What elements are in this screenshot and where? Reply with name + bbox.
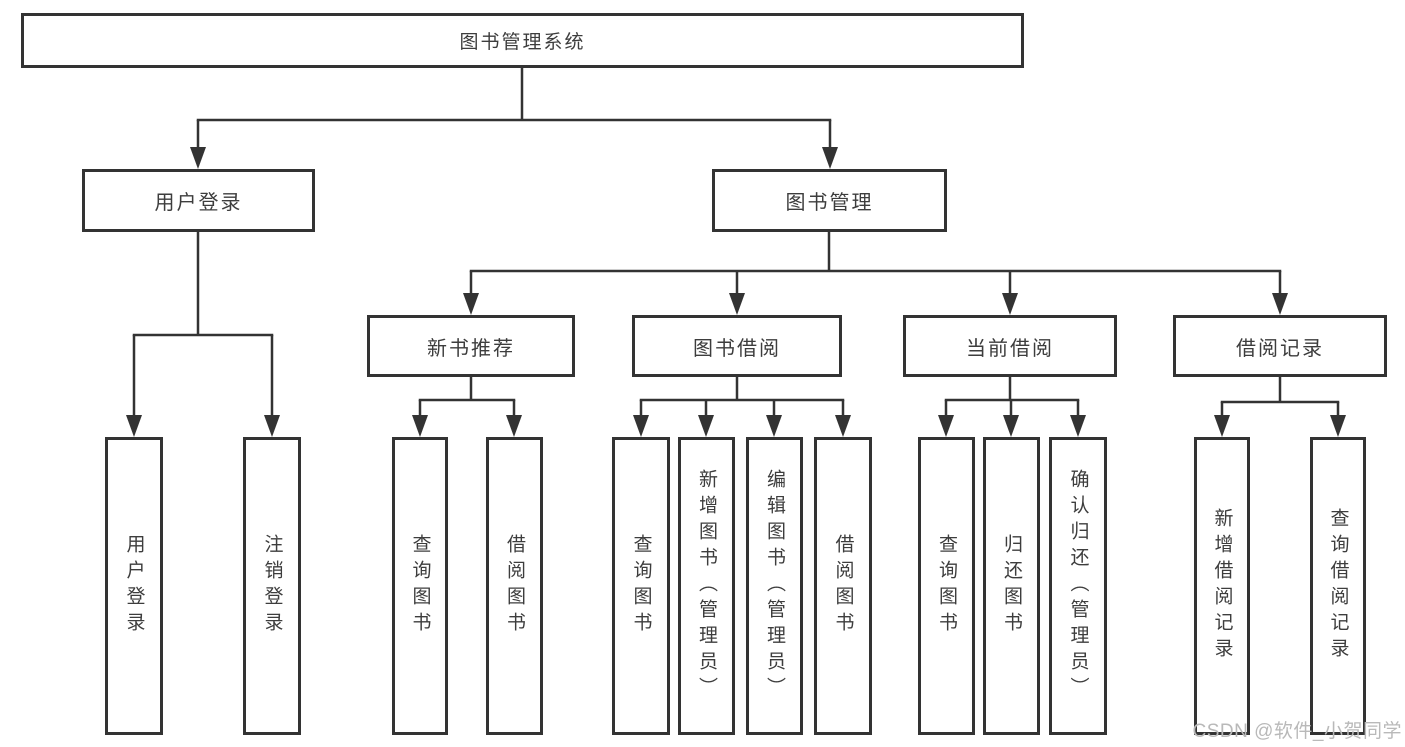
leaf-add-borrow-record: 新增借阅记录 — [1194, 437, 1250, 735]
node-label: 新增图书（管理员） — [696, 469, 717, 703]
node-book-management: 图书管理 — [712, 169, 947, 232]
node-label: 确认归还（管理员） — [1067, 469, 1089, 703]
leaf-borrow-books-1: 借阅图书 — [486, 437, 543, 735]
node-label: 借阅图书 — [504, 534, 525, 638]
node-label: 注销登录 — [261, 534, 283, 638]
node-label: 新书推荐 — [427, 337, 515, 360]
node-borrow-records: 借阅记录 — [1173, 315, 1387, 377]
node-label: 归还图书 — [1001, 534, 1022, 638]
node-label: 当前借阅 — [966, 337, 1054, 360]
node-book-borrow: 图书借阅 — [632, 315, 842, 377]
node-label: 查询图书 — [409, 534, 431, 638]
node-current-borrow: 当前借阅 — [903, 315, 1117, 377]
leaf-logout: 注销登录 — [243, 437, 301, 735]
node-label: 用户登录 — [154, 192, 243, 214]
node-label: 借阅图书 — [832, 534, 854, 638]
leaf-borrow-books-2: 借阅图书 — [814, 437, 872, 735]
node-label: 新增借阅记录 — [1211, 508, 1233, 664]
leaf-query-books-1: 查询图书 — [392, 437, 448, 735]
leaf-query-books-3: 查询图书 — [918, 437, 975, 735]
leaf-add-books-admin: 新增图书（管理员） — [678, 437, 735, 735]
node-new-book-recommend: 新书推荐 — [367, 315, 575, 377]
node-label: 借阅记录 — [1236, 337, 1324, 360]
node-label: 图书借阅 — [693, 337, 781, 360]
node-user-login-group: 用户登录 — [82, 169, 315, 232]
node-label: 图书管理系统 — [459, 32, 586, 53]
leaf-user-login: 用户登录 — [105, 437, 163, 735]
csdn-watermark: CSDN @软件_小贺同学 — [1192, 721, 1402, 742]
leaf-query-borrow-record: 查询借阅记录 — [1310, 437, 1366, 735]
node-label: 用户登录 — [123, 534, 145, 638]
node-label: 查询图书 — [936, 534, 957, 638]
leaf-confirm-return-admin: 确认归还（管理员） — [1049, 437, 1107, 735]
node-label: 查询借阅记录 — [1327, 508, 1349, 664]
leaf-edit-books-admin: 编辑图书（管理员） — [746, 437, 803, 735]
node-library-system: 图书管理系统 — [21, 13, 1024, 68]
leaf-query-books-2: 查询图书 — [612, 437, 670, 735]
arrowheads — [126, 147, 1346, 437]
node-label: 图书管理 — [785, 192, 874, 214]
leaf-return-books: 归还图书 — [983, 437, 1040, 735]
node-label: 查询图书 — [630, 534, 652, 638]
node-label: 编辑图书（管理员） — [764, 469, 785, 703]
